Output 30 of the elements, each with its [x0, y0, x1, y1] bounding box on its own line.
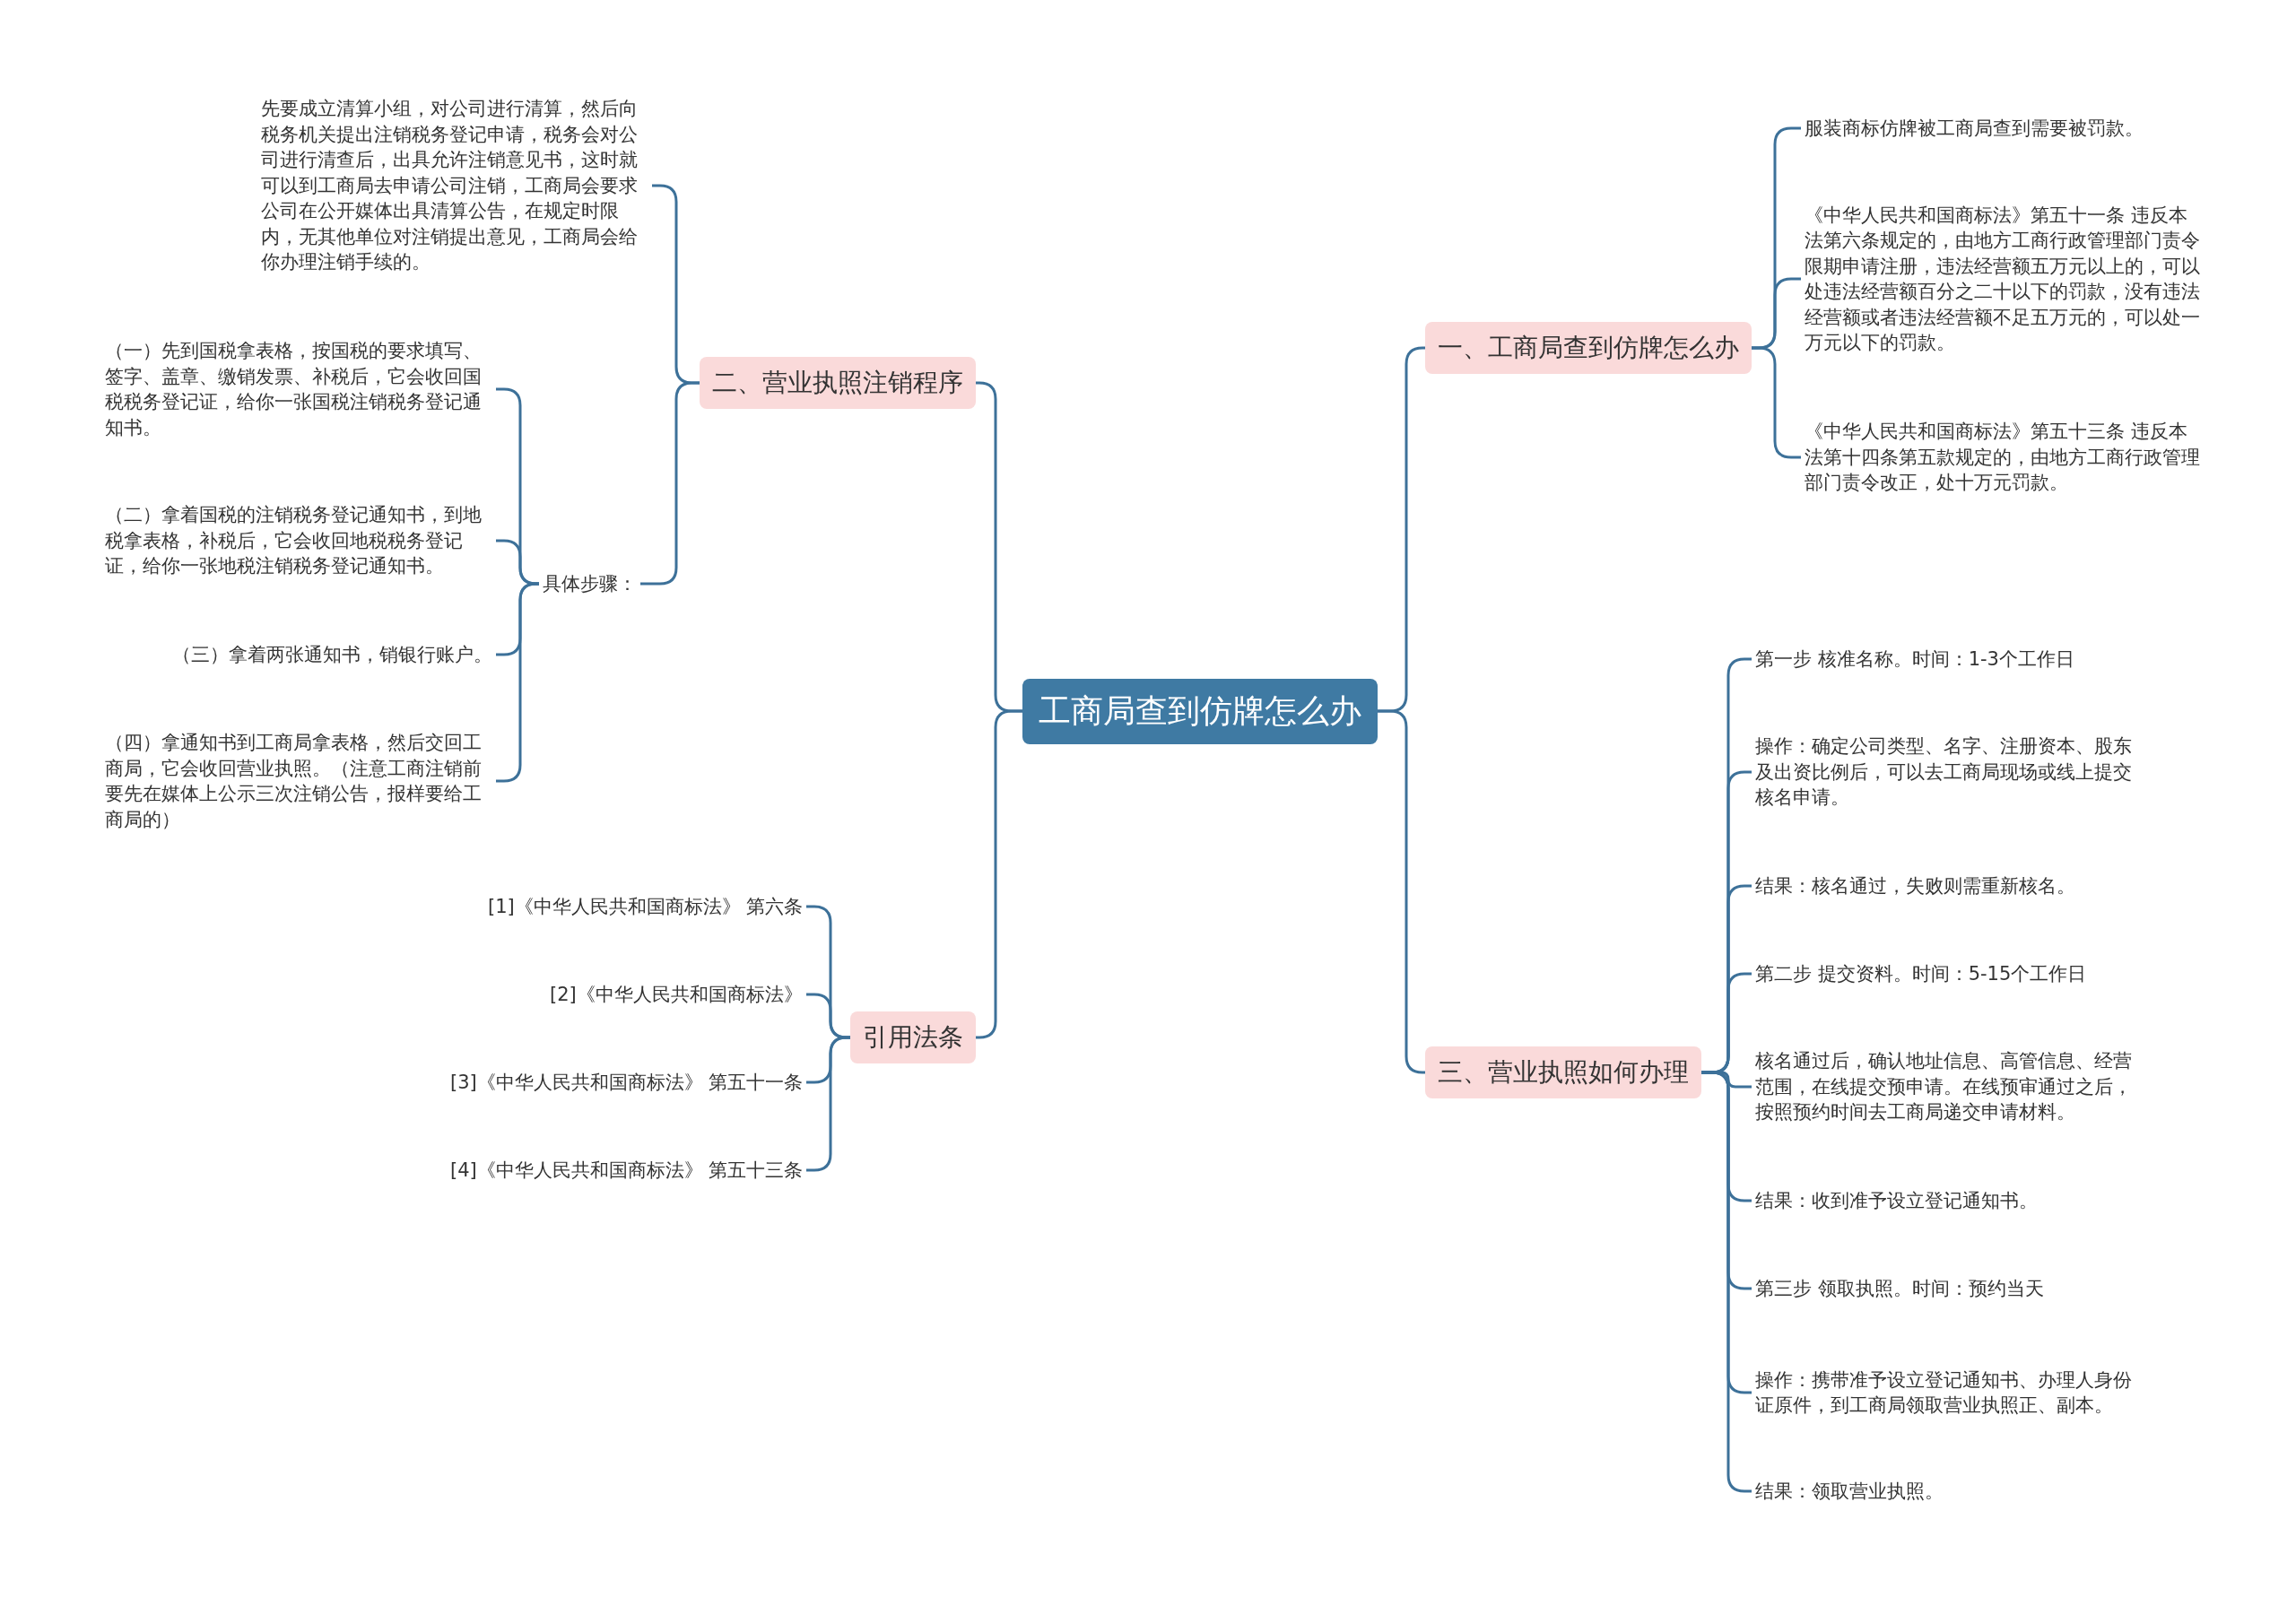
topic-box: 三、营业执照如何办理: [1425, 1046, 1701, 1098]
note-text: 第一步 核准名称。时间：1-3个工作日: [1752, 644, 2078, 674]
note-text: （一）先到国税拿表格，按国税的要求填写、签字、盖章、缴销发票、补税后，它会收回国税税务登记证，给你一张国税注销税务登记通知书。: [101, 336, 496, 443]
note-text: 操作：确定公司类型、名字、注册资本、股东及出资比例后，可以去工商局现场或线上提交核名申请。: [1752, 732, 2146, 812]
note-text: [1]《中华人民共和国商标法》 第六条: [484, 891, 807, 922]
note-text: 第三步 领取执照。时间：预约当天: [1752, 1273, 2048, 1304]
note-text: [3]《中华人民共和国商标法》 第五十一条: [447, 1067, 807, 1098]
connector-line: [1701, 1071, 1752, 1493]
note-text: （四）拿通知书到工商局拿表格，然后交回工商局，它会收回营业执照。（注意工商注销前要先在媒体上公示三次注销公告，报样要给工商局的）: [101, 728, 496, 835]
topic-box: 引用法条: [850, 1011, 976, 1063]
note-text: 结果：领取营业执照。: [1752, 1476, 1947, 1506]
topic-box: 二、营业执照注销程序: [700, 357, 976, 409]
note-text: （三）拿着两张通知书，销银行账户。: [169, 639, 496, 670]
note-text: 结果：核名通过，失败则需重新核名。: [1752, 871, 2079, 901]
topic-box: 一、工商局查到仿牌怎么办: [1425, 322, 1752, 374]
note-text: [2]《中华人民共和国商标法》: [546, 979, 806, 1010]
note-text: 第二步 提交资料。时间：5-15个工作日: [1752, 959, 2091, 989]
note-text: 操作：携带准予设立登记通知书、办理人身份证原件，到工商局领取营业执照正、副本。: [1752, 1365, 2146, 1420]
connector-line: [496, 539, 539, 586]
note-text: （二）拿着国税的注销税务登记通知书，到地税拿表格，补税后，它会收回地税税务登记证，给你一张地税注销税务登记通知书。: [101, 500, 496, 581]
central-topic-box: 工商局查到仿牌怎么办: [1022, 678, 1378, 744]
note-text: 《中华人民共和国商标法》第五十三条 违反本法第十四条第五款规定的，由地方工商行政管理部门责令改正，处十万元罚款。: [1801, 417, 2205, 498]
note-text: 服装商标仿牌被工商局查到需要被罚款。: [1801, 113, 2147, 143]
connector-line: [640, 381, 700, 586]
note-text: 具体步骤：: [539, 568, 640, 599]
note-text: 先要成立清算小组，对公司进行清算，然后向税务机关提出注销税务登记申请，税务会对公司进行清查后，出具允许注销意见书，这时就可以到工商局去申请公司注销，工商局会要求公司在公开媒体出具清算公告，在规定时限内，无其他单位对注销提出意见，工商局会给你办理注销手续的。: [257, 94, 652, 277]
note-text: 核名通过后，确认地址信息、高管信息、经营范围，在线提交预申请。在线预审通过之后，按照预约时间去工商局递交申请材料。: [1752, 1046, 2146, 1127]
note-text: 结果：收到准予设立登记通知书。: [1752, 1185, 2041, 1216]
note-text: [4]《中华人民共和国商标法》 第五十三条: [447, 1155, 807, 1185]
note-text: 《中华人民共和国商标法》第五十一条 违反本法第六条规定的，由地方工商行政管理部门责令限期申请注册，违法经营额五万元以上的，可以处违法经营额百分之二十以下的罚款，没有违法经营额或者违法经营额不足五万元的，可以处一万元以下的罚款。: [1801, 200, 2205, 358]
